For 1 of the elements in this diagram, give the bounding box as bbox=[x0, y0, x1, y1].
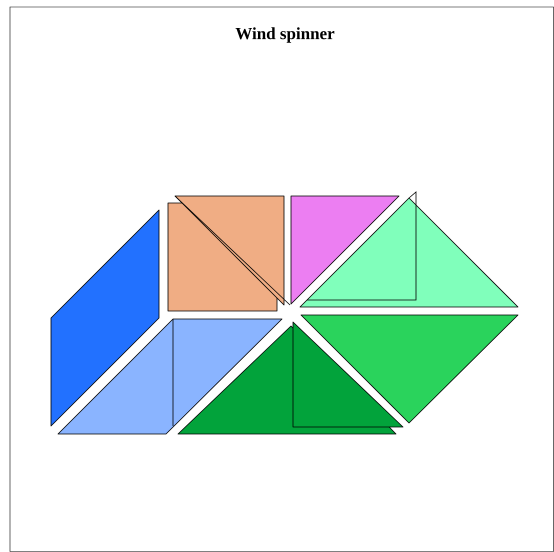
title: Wind spinner bbox=[236, 27, 334, 43]
